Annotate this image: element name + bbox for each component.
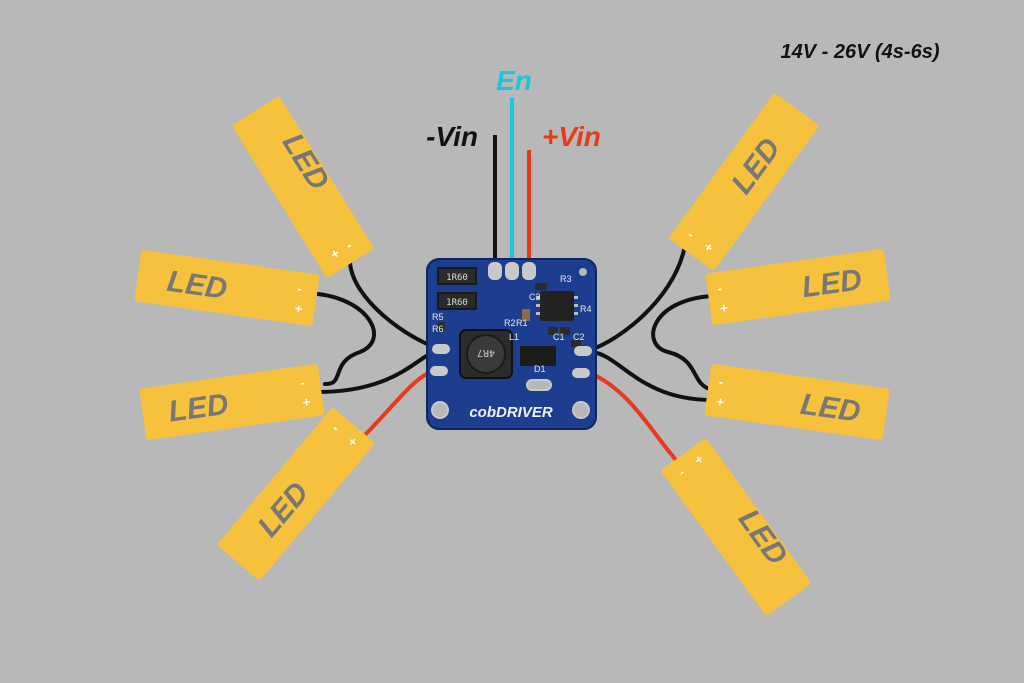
mount-hole: [579, 268, 587, 276]
led-strip-left-bottom: LED - +: [217, 408, 375, 580]
svg-text:R6: R6: [432, 324, 444, 334]
svg-text:-: -: [299, 375, 305, 390]
svg-text:R2: R2: [504, 318, 516, 328]
svg-text:+: +: [715, 394, 725, 410]
led-strip-left-lower: LED - +: [139, 364, 325, 440]
svg-text:L1: L1: [509, 332, 519, 342]
svg-text:+: +: [302, 394, 312, 410]
led-strip-left-upper: LED - +: [134, 250, 320, 326]
resistor-r1r60-top: 1R60: [437, 267, 477, 285]
svg-text:-: -: [716, 281, 722, 296]
neg-vin-label: -Vin: [426, 121, 478, 152]
inductor-l1: 4R7: [459, 329, 513, 379]
svg-text:R3: R3: [560, 274, 572, 284]
board-brand: cobDRIVER: [469, 404, 553, 421]
en-label: En: [496, 65, 532, 96]
svg-text:-: -: [343, 237, 355, 252]
led-strip-right-upper: LED - +: [705, 249, 891, 325]
ic-chip: [536, 291, 578, 321]
led-strip-right-top: LED - +: [669, 93, 819, 271]
svg-text:+: +: [719, 300, 729, 316]
svg-text:1R60: 1R60: [446, 298, 468, 308]
pos-vin-label: +Vin: [542, 121, 601, 152]
svg-text:4R7: 4R7: [477, 347, 495, 358]
svg-text:C1: C1: [553, 332, 565, 342]
cobdriver-board: 1R60 1R60 4R7: [426, 258, 597, 430]
svg-text:R5: R5: [432, 312, 444, 322]
mount-hole: [431, 401, 449, 419]
svg-text:+: +: [294, 301, 304, 317]
mount-hole: [572, 401, 590, 419]
voltage-range-label: 14V - 26V (4s-6s): [781, 41, 940, 63]
input-wires: En -Vin +Vin: [426, 65, 601, 270]
resistor-r1r60-bottom: 1R60: [437, 292, 477, 310]
svg-text:R1: R1: [516, 318, 528, 328]
svg-text:D1: D1: [534, 364, 546, 374]
led-strips: LED + - LED - + LED - + LED - + LED: [134, 93, 891, 616]
svg-text:C3: C3: [529, 292, 541, 302]
svg-text:1R60: 1R60: [446, 273, 468, 283]
svg-text:-: -: [297, 281, 303, 296]
svg-text:-: -: [718, 374, 724, 389]
svg-text:R4: R4: [580, 304, 592, 314]
led-strip-left-top: LED + -: [232, 96, 374, 278]
led-strip-right-lower: LED - +: [704, 364, 890, 440]
svg-text:C2: C2: [573, 332, 585, 342]
slot: [526, 379, 552, 391]
led-strip-right-bottom: LED - +: [661, 438, 811, 616]
right-led-wires: [586, 248, 714, 462]
diode-d1: [520, 346, 556, 366]
